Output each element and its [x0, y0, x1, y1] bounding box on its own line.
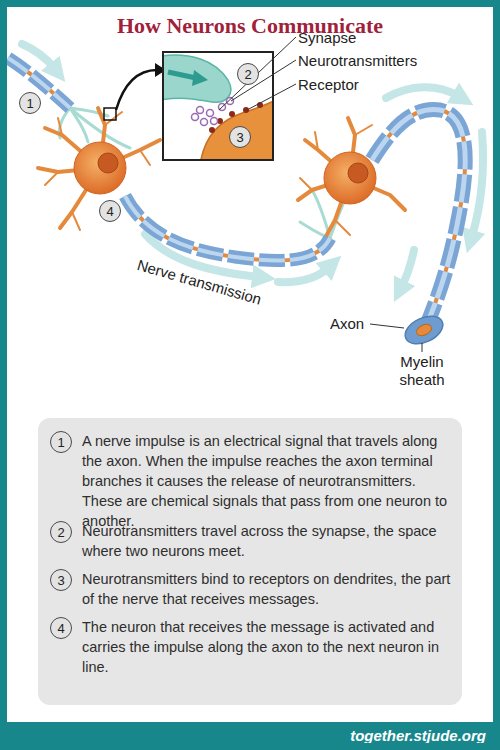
synapse-inset — [211, 118, 218, 125]
cell-bodies — [348, 163, 368, 183]
leader-lines — [219, 37, 296, 110]
axons — [125, 196, 330, 261]
dendrites — [105, 112, 122, 125]
synapse-inset — [229, 111, 235, 117]
callout-number: 3 — [229, 126, 251, 148]
axon-cross-section — [415, 322, 434, 338]
footer-url: together.stjude.org — [350, 727, 486, 745]
callout-number: 4 — [99, 200, 121, 222]
axons — [372, 110, 465, 322]
synapse-inset — [163, 52, 273, 160]
synapse-inset — [192, 114, 199, 121]
transmission-arrows — [386, 87, 458, 98]
part-label: Synapse — [298, 29, 356, 47]
leader-lines — [231, 60, 296, 101]
step-text: The neuron that receives the message is … — [82, 617, 454, 677]
part-label: Axon — [330, 315, 364, 333]
dendrites — [335, 220, 350, 235]
callout-number: 1 — [50, 431, 72, 453]
axons — [125, 196, 330, 261]
cell-bodies — [98, 153, 118, 173]
zoom-marker — [116, 70, 157, 110]
axon-cross-section — [401, 311, 447, 350]
dendrites — [315, 132, 318, 150]
axons — [372, 110, 465, 322]
axon-terminal-branches — [330, 200, 345, 238]
synapse-inset — [168, 72, 196, 78]
synapse-inset — [227, 98, 234, 105]
step-text: Neurotransmitters bind to receptors on d… — [82, 569, 454, 609]
transmission-arrows — [472, 132, 483, 236]
callout-text: 1 — [57, 436, 64, 449]
axons — [8, 58, 465, 322]
synapse-inset — [163, 55, 231, 102]
synapse-inset — [160, 52, 276, 164]
part-label: Neurotransmitters — [298, 52, 417, 70]
callout-number: 2 — [50, 521, 72, 543]
axon-terminal-branches — [70, 108, 88, 142]
synapse-inset — [209, 127, 215, 133]
description-panel: A nerve impulse is an electrical signal … — [38, 418, 462, 705]
callout-text: 3 — [57, 574, 64, 587]
leader-lines — [422, 343, 423, 352]
callout-text: 4 — [106, 205, 113, 218]
callout-text: 2 — [244, 68, 251, 81]
callout-number: 4 — [50, 617, 72, 639]
cell-bodies — [324, 152, 376, 204]
leader-lines — [247, 84, 296, 110]
callout-number: 2 — [237, 63, 259, 85]
step-text: Neurotransmitters travel across the syna… — [82, 521, 454, 561]
transmission-arrows — [22, 44, 483, 286]
transmission-arrows — [402, 250, 414, 286]
callout-number: 3 — [50, 569, 72, 591]
cell-bodies — [74, 142, 126, 194]
callout-text: 4 — [57, 622, 64, 635]
zoom-marker — [104, 108, 116, 120]
synapse-inset — [163, 55, 273, 160]
axon-cross-section — [401, 311, 447, 350]
callout-text: 3 — [236, 131, 243, 144]
dendrites — [300, 178, 312, 190]
step-text: A nerve impulse is an electrical signal … — [82, 431, 454, 531]
dendrites — [140, 150, 150, 165]
transmission-arrows — [278, 268, 328, 282]
page-title: How Neurons Communicate — [0, 13, 500, 39]
synapse-inset — [201, 119, 208, 126]
synapse-inset — [207, 110, 214, 117]
zoom-marker — [104, 63, 166, 120]
synapse-inset — [192, 70, 208, 86]
axons — [372, 110, 465, 322]
synapse-inset — [243, 107, 249, 113]
axons — [125, 196, 330, 261]
synapse-inset — [197, 107, 204, 114]
synapse-inset — [200, 100, 273, 160]
dendrites — [355, 125, 372, 135]
dendrites — [72, 212, 80, 230]
part-label: Myelin sheath — [392, 353, 452, 389]
dendrites — [45, 172, 58, 185]
callout-text: 1 — [26, 97, 33, 110]
part-label: Receptor — [298, 76, 359, 94]
callout-text: 2 — [57, 526, 64, 539]
callout-number: 1 — [19, 92, 41, 114]
dendrites — [58, 118, 62, 135]
footer-band: together.stjude.org — [0, 722, 500, 750]
leader-lines — [370, 324, 404, 328]
